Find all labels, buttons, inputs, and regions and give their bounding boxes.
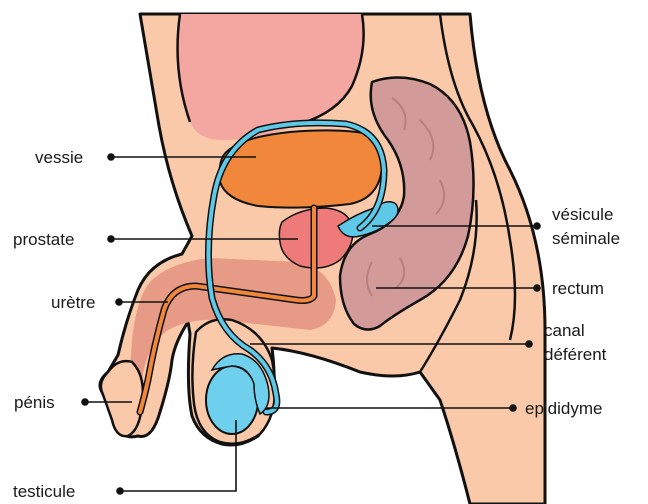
label-testicle: testicule: [13, 482, 75, 501]
label-vas-deferens-2: déférent: [544, 345, 607, 364]
label-rectum: rectum: [552, 279, 604, 298]
label-seminal-vesicle-1: vésicule: [552, 205, 613, 224]
label-prostate: prostate: [13, 230, 74, 249]
label-seminal-vesicle-2: séminale: [552, 229, 620, 248]
glans: [101, 361, 143, 436]
label-urethra: urètre: [51, 293, 95, 312]
label-epididymis: epididyme: [525, 399, 603, 418]
label-vas-deferens-1: canal: [544, 321, 585, 340]
label-penis: pénis: [14, 393, 55, 412]
label-bladder: vessie: [35, 148, 83, 167]
